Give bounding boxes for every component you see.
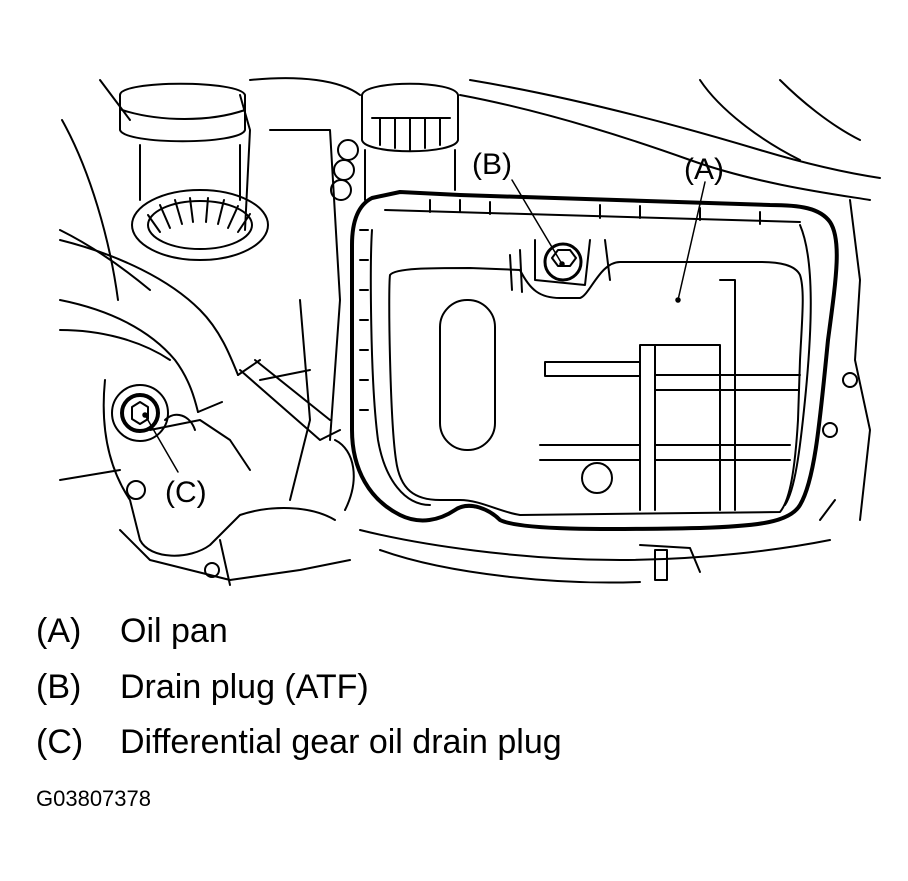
callout-b: (B)	[472, 148, 512, 181]
filler-tube	[330, 82, 459, 201]
differential-drain-plug	[111, 384, 196, 442]
legend-text: Differential gear oil drain plug	[120, 723, 562, 761]
callout-a: (A)	[684, 153, 724, 186]
legend-text: Oil pan	[120, 612, 228, 650]
figure-id: G03807378	[36, 786, 151, 811]
hose	[59, 239, 341, 441]
drain-plug-atf	[509, 239, 611, 293]
transmission-housing	[59, 77, 881, 584]
callout-c: (C)	[165, 476, 207, 509]
legend-key: (C)	[36, 723, 84, 761]
legend-key: (A)	[36, 612, 82, 650]
filter-pipe	[119, 82, 269, 261]
legend-text: Drain plug (ATF)	[120, 668, 369, 706]
legend-key: (B)	[36, 668, 82, 706]
right-bracket	[639, 372, 858, 581]
line-drawing	[59, 77, 881, 586]
transmission-underside-illustration: (B) (A) (C)	[59, 77, 881, 586]
differential-housing	[102, 379, 355, 586]
leader-lines	[142, 179, 706, 473]
oil-pan	[350, 190, 839, 532]
